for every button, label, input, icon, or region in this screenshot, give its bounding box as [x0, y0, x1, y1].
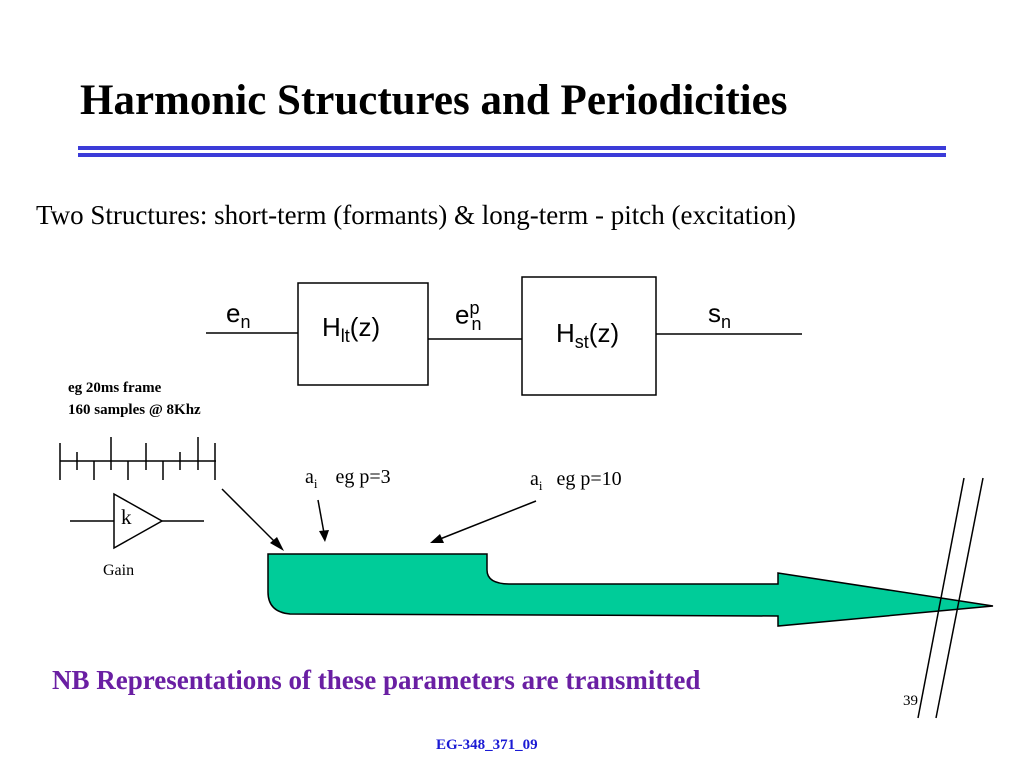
- break-marks: [917, 477, 984, 719]
- input-signal-label: en: [226, 298, 251, 333]
- amplifier-icon: [70, 492, 204, 550]
- title-rule-top: [78, 146, 946, 150]
- output-signal-label: sn: [708, 298, 732, 333]
- long-term-filter-box: [297, 282, 429, 386]
- gain-symbol: k: [121, 505, 132, 529]
- frame-ruler-icon: [59, 437, 216, 480]
- long-term-filter-label: Hlt(z): [322, 312, 381, 347]
- title-rule-bottom: [78, 153, 946, 157]
- page-number: 39: [903, 693, 918, 709]
- intermediate-signal-label: epn: [455, 298, 482, 334]
- footer: EG-348_371_09: [436, 737, 538, 753]
- short-term-filter-label: Hst(z): [556, 318, 620, 353]
- short-term-filter-box: [521, 276, 657, 396]
- gain-label: Gain: [103, 562, 135, 579]
- transmission-note: NB Representations of these parameters a…: [52, 665, 701, 695]
- frame-note-line2: 160 samples @ 8Khz: [68, 402, 201, 418]
- frame-note: eg 20ms frame 160 samples @ 8Khz: [68, 377, 201, 421]
- page-title: Harmonic Structures and Periodicities: [80, 77, 788, 124]
- subtitle: Two Structures: short-term (formants) & …: [36, 200, 796, 230]
- frame-note-line1: eg 20ms frame: [68, 380, 162, 396]
- pointer-arrows: [221, 488, 537, 551]
- transmission-arrow-icon: [267, 553, 994, 627]
